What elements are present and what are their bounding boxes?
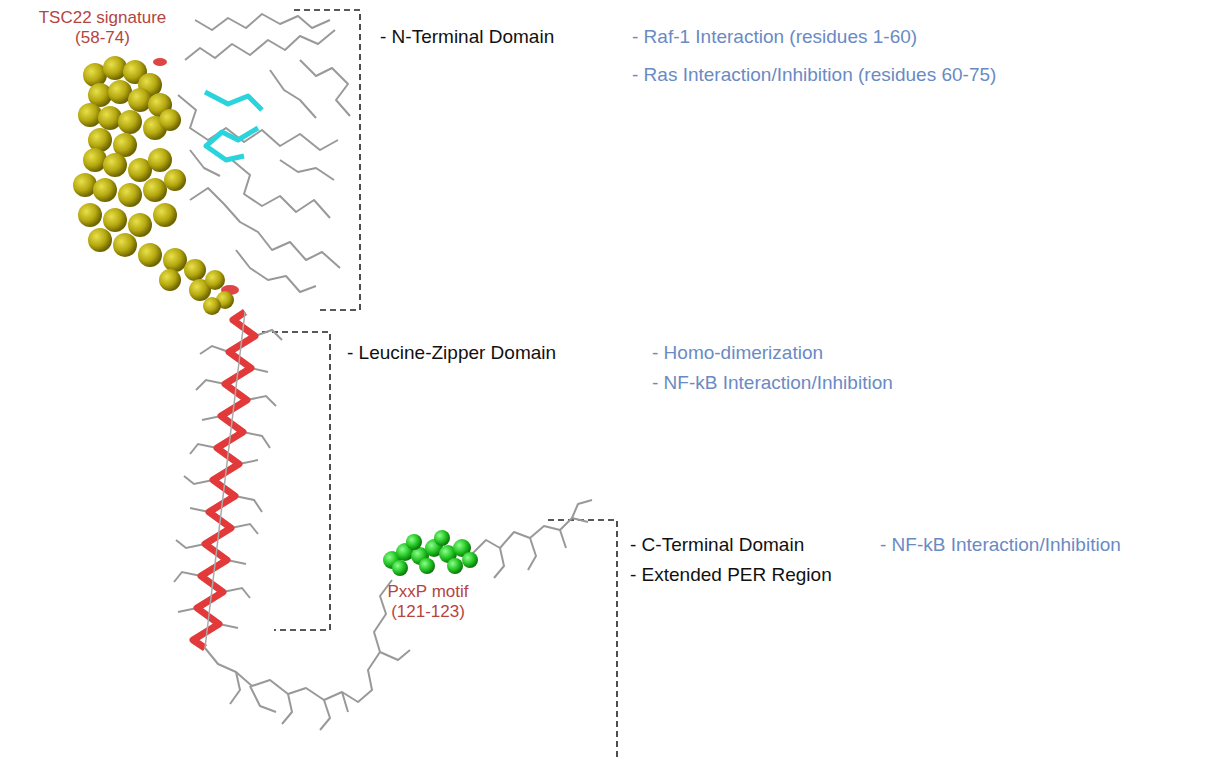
motif-label: PxxP motif (121-123) <box>378 582 478 623</box>
domain-label: - Extended PER Region <box>630 564 832 587</box>
function-label: - Ras Interaction/Inhibition (residues 6… <box>632 64 996 87</box>
helix-turn <box>153 58 167 66</box>
domain-label: - C-Terminal Domain <box>630 534 804 557</box>
function-label: - NF-kB Interaction/Inhibition <box>652 372 893 395</box>
c-terminal-chain <box>205 500 592 730</box>
domain-label: - N-Terminal Domain <box>380 26 554 49</box>
beta-strand <box>205 92 262 160</box>
region-label: TSC22 signature (58-74) <box>35 8 170 49</box>
tsc22-spheres <box>73 56 234 315</box>
alpha-helix <box>193 312 255 648</box>
backbone-sticks <box>178 14 350 292</box>
helix-axis <box>205 312 245 648</box>
domain-label: - Leucine-Zipper Domain <box>347 342 556 365</box>
function-label: - NF-kB Interaction/Inhibition <box>880 534 1121 557</box>
function-label: - Homo-dimerization <box>652 342 823 365</box>
function-label: - Raf-1 Interaction (residues 1-60) <box>632 26 917 49</box>
pxxp-spheres <box>383 530 478 576</box>
domain-bracket <box>262 10 617 760</box>
side-chains <box>174 330 282 628</box>
